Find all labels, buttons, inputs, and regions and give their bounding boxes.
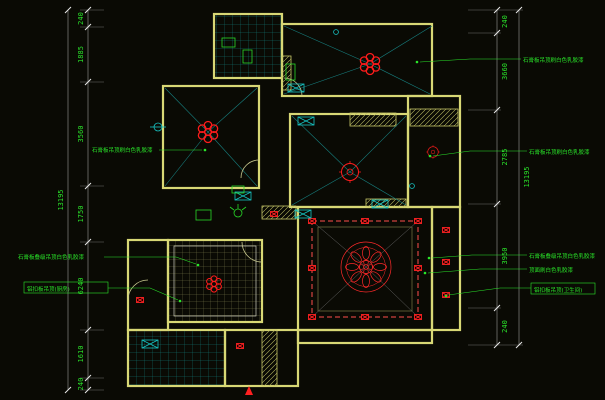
- living-diagonals: [311, 220, 419, 318]
- dim-left-6: 240: [77, 378, 85, 391]
- annotations-left: 石膏板吊顶刷白色乳胶漆 石膏板叠级吊顶白色乳胶漆 铝扣板吊顶(厨房): [18, 146, 207, 303]
- ceiling-medallion: [340, 241, 392, 293]
- dim-left-5: 1610: [77, 346, 85, 363]
- annotation-label: 顶面刷白色乳胶漆: [529, 266, 574, 274]
- dim-left-0: 240: [77, 12, 85, 25]
- annotation-label: 石膏板叠级吊顶白色乳胶漆: [18, 253, 85, 261]
- dimension-overall-left: 13195: [57, 6, 72, 394]
- room-bath-strip: [430, 205, 462, 332]
- annotation-box: [530, 282, 596, 295]
- ceiling-diagonals: [164, 25, 433, 206]
- annotation-label: 铝扣板吊顶(卫生间): [534, 286, 582, 294]
- detector-icons: [150, 29, 415, 189]
- dim-left-4: 6240: [77, 278, 85, 295]
- room-utility: [223, 328, 300, 388]
- room-entry: [126, 238, 170, 332]
- north-arrow: [245, 386, 253, 395]
- dim-right-2: 2785: [501, 149, 509, 166]
- dim-left-overall: 13195: [57, 189, 65, 210]
- room-bedroom-left: [161, 84, 261, 190]
- dim-left-1: 1885: [77, 46, 85, 63]
- furniture-symbols: [195, 37, 296, 221]
- dim-left-3: 1750: [77, 206, 85, 223]
- annotation-label: 铝扣板吊顶(厨房): [27, 285, 70, 293]
- dimension-chain-right: 240 3660 2785 3950 240: [468, 6, 523, 349]
- annotation-label: 石膏板吊顶刷白色乳胶漆: [523, 56, 584, 64]
- walls: [126, 12, 462, 388]
- room-bathroom: [126, 328, 227, 388]
- ceiling-cove-inner: [317, 226, 413, 312]
- dim-right-4: 240: [501, 320, 509, 333]
- annotation-label: 石膏板叠级吊顶白色乳胶漆: [529, 252, 596, 260]
- dim-left-2: 3560: [77, 126, 85, 143]
- cabinet-hatch-blocks: [261, 55, 459, 387]
- balcony: [296, 328, 434, 345]
- dim-right-3: 3950: [501, 248, 509, 265]
- dimension-overall-right: 13195: [515, 6, 531, 349]
- room-closet: [212, 12, 284, 80]
- annotations-right: 石膏板吊顶刷白色乳胶漆 石膏板吊顶刷白色乳胶漆 石膏板叠级吊顶白色乳胶漆 顶面刷…: [415, 56, 596, 298]
- annotation-box: [23, 281, 109, 294]
- dim-right-0: 240: [501, 15, 509, 28]
- dim-right-overall: 13195: [523, 166, 531, 187]
- room-study: [288, 112, 410, 209]
- annotation-label: 石膏板吊顶刷白色乳胶漆: [529, 148, 590, 156]
- annotation-label: 石膏板吊顶刷白色乳胶漆: [92, 146, 153, 154]
- ceiling-round-lamp: [425, 144, 441, 160]
- kitchen-ceiling-band: [173, 245, 257, 317]
- dim-right-1: 3660: [501, 63, 509, 80]
- dimension-chain-left: 240 1885 3560 1750 6240 1610 240: [77, 6, 104, 394]
